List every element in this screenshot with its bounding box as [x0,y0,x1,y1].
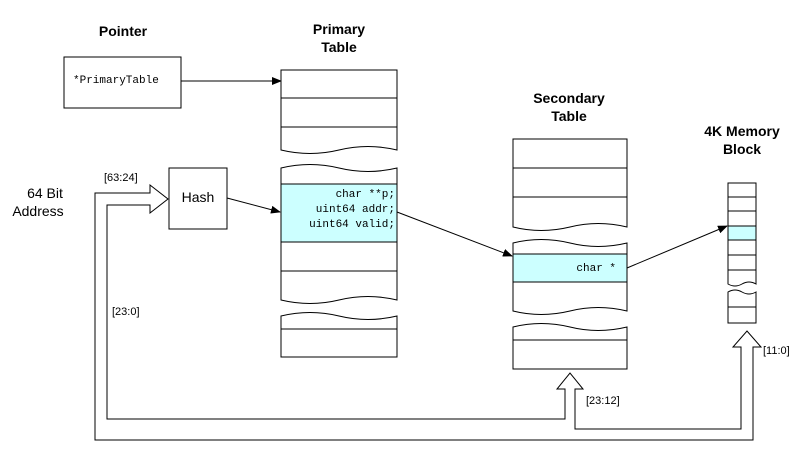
memory-block-heading-line2: Block [723,141,761,157]
primary-table-highlighted-entry [280,183,398,243]
bits-mid-label: [23:12] [586,395,620,407]
secondary-to-memory-arrow [626,225,728,269]
primary-to-secondary-arrow [396,211,513,257]
secondary-table-heading-line2: Table [551,108,587,124]
pointer-box [63,56,182,109]
secondary-table [512,138,628,370]
primary-entry-line-3: uint64 valid; [309,219,395,231]
hash-to-primary-arrow [226,197,281,214]
bits-offset-label: [11:0] [763,345,790,357]
bits-high-label: [63:24] [104,172,138,184]
memory-block-heading-line1: 4K Memory [704,123,780,139]
pointer-heading: Pointer [99,23,148,39]
primary-table-heading-line2: Table [321,39,357,55]
secondary-table-heading-line1: Secondary [533,90,605,106]
primary-table-heading-line1: Primary [313,21,365,37]
primary-table [280,69,398,358]
hash-box [168,167,228,230]
primary-entry-line-1: char **p; [336,189,395,201]
address-label-line2: Address [12,203,63,219]
hash-label: Hash [182,189,215,205]
memory-block-highlighted-cell [727,225,757,241]
address-label-line1: 64 Bit [27,185,63,201]
secondary-entry: char * [576,263,616,275]
primary-entry-line-2: uint64 addr; [316,204,395,216]
address-bit-routing-arrows [94,183,763,441]
secondary-table-highlighted-entry [512,253,628,283]
memory-block [727,182,757,324]
pointer-value: *PrimaryTable [73,75,159,87]
bits-low-label: [23:0] [112,306,140,318]
